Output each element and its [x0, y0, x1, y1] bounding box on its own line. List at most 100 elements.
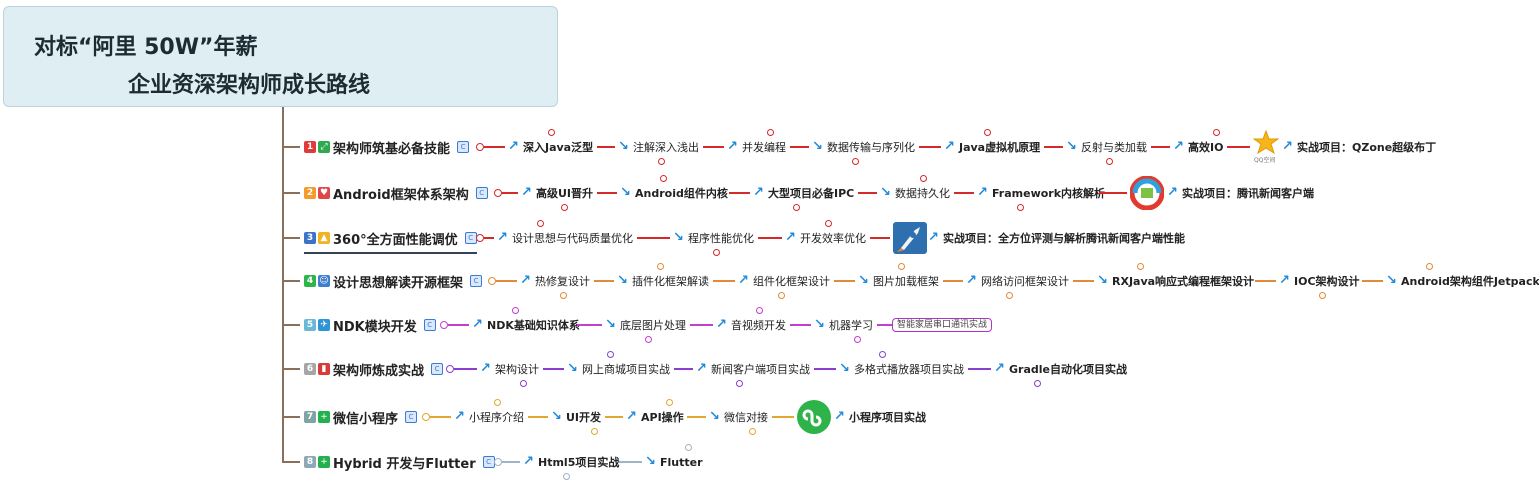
topic-item[interactable]: ↗高级UI晋升	[521, 185, 593, 201]
connector-line	[502, 461, 520, 463]
topic-label: 微信对接	[724, 409, 768, 425]
note-icon[interactable]: C	[431, 363, 443, 375]
connector-line	[502, 192, 518, 194]
topic-label: Android组件内核	[635, 185, 728, 201]
note-icon[interactable]: C	[483, 456, 495, 468]
topic-marker-icon	[767, 129, 774, 136]
branch-connector-dot	[476, 234, 484, 242]
topic-item[interactable]: ↗大型项目必备IPC	[753, 185, 854, 201]
topic-item[interactable]: ↘注解深入浅出	[618, 139, 699, 155]
topic-item[interactable]: ↘底层图片处理	[605, 317, 686, 333]
note-icon[interactable]: C	[457, 141, 469, 153]
topic-item[interactable]: ↗高效IO	[1173, 139, 1223, 155]
users-icon: ☺	[318, 275, 330, 287]
topic-item[interactable]: ↗Framework内核解析	[977, 185, 1105, 201]
topic-marker-icon	[548, 129, 555, 136]
project-label: 实战项目：全方位评测与解析腾讯新闻客户端性能	[943, 230, 1185, 246]
title-line-1: 对标“阿里 50W”年薪	[34, 29, 257, 61]
connector-line	[543, 368, 564, 370]
topic-item[interactable]: ↘数据持久化	[880, 185, 950, 201]
branch-connector-dot	[440, 321, 448, 329]
topic-item[interactable]: ↗API操作	[626, 409, 684, 425]
topic-item[interactable]: ↗网络访问框架设计	[966, 273, 1069, 289]
topic-marker-icon	[1006, 292, 1013, 299]
topic-item[interactable]: ↗开发效率优化	[785, 230, 866, 246]
topic-item[interactable]: ↘反射与类加载	[1066, 139, 1147, 155]
topic-arrow-icon: ↘	[1066, 140, 1078, 154]
topic-marker-icon	[825, 220, 832, 227]
topic-label: 并发编程	[742, 139, 786, 155]
topic-item[interactable]: ↘Android架构组件Jetpack	[1386, 273, 1539, 289]
note-icon[interactable]: C	[465, 232, 477, 244]
note-icon[interactable]: C	[405, 411, 417, 423]
note-icon[interactable]: C	[424, 319, 436, 331]
topic-item[interactable]: ↗IOC架构设计	[1279, 273, 1360, 289]
topic-item[interactable]: ↘Android组件内核	[620, 185, 728, 201]
topic-item[interactable]: ↗并发编程	[727, 139, 786, 155]
topic-item[interactable]: ↘机器学习	[814, 317, 873, 333]
topic-item[interactable]: ↘UI开发	[551, 409, 601, 425]
topic-item[interactable]: ↘图片加载框架	[858, 273, 939, 289]
topic-marker-icon	[658, 158, 665, 165]
topic-arrow-icon: ↘	[880, 186, 892, 200]
topic-arrow-icon: ↘	[620, 186, 632, 200]
topic-item[interactable]: ↘数据传输与序列化	[812, 139, 915, 155]
topic-label: 深入Java泛型	[523, 139, 593, 155]
project-item[interactable]: ↗实战项目：QZone超级布丁	[1282, 139, 1436, 155]
topic-item[interactable]: ↗新闻客户端项目实战	[696, 361, 810, 377]
topic-item[interactable]: ↗NDK基础知识体系	[472, 317, 580, 333]
connector-line	[1073, 280, 1094, 282]
branch-number: 5	[304, 319, 316, 331]
topic-item[interactable]: ↗小程序介绍	[454, 409, 524, 425]
topic-label: RXJava响应式编程框架设计	[1112, 273, 1254, 289]
topic-item[interactable]: ↗深入Java泛型	[508, 139, 593, 155]
topic-item[interactable]: ↗组件化框架设计	[738, 273, 830, 289]
connector-line	[594, 280, 614, 282]
topic-item[interactable]: ↘程序性能优化	[673, 230, 754, 246]
topic-item[interactable]: ↗Gradle自动化项目实战	[994, 361, 1127, 377]
topic-item[interactable]: ↘多格式播放器项目实战	[839, 361, 964, 377]
extra-topic-tag[interactable]: 智能家居串口通讯实战	[892, 318, 992, 332]
branch-connector-dot	[494, 458, 502, 466]
project-item[interactable]: ↗实战项目：腾讯新闻客户端	[1167, 185, 1314, 201]
topic-item[interactable]: ↘Flutter	[645, 454, 703, 470]
topic-marker-icon	[685, 444, 692, 451]
note-icon[interactable]: C	[476, 187, 488, 199]
topic-item[interactable]: ↘插件化框架解读	[617, 273, 709, 289]
connector-line	[619, 461, 642, 463]
topic-item[interactable]: ↘RXJava响应式编程框架设计	[1097, 273, 1254, 289]
topic-item[interactable]: ↗设计思想与代码质量优化	[497, 230, 633, 246]
topic-label: 网上商城项目实战	[582, 361, 670, 377]
project-item[interactable]: ↗实战项目：全方位评测与解析腾讯新闻客户端性能	[928, 230, 1185, 246]
branch-label: NDK模块开发	[333, 316, 417, 335]
note-icon[interactable]: C	[470, 275, 482, 287]
topic-item[interactable]: ↗Html5项目实战	[523, 454, 619, 470]
project-item[interactable]: ↗小程序项目实战	[834, 409, 926, 425]
topic-item[interactable]: ↗热修复设计	[520, 273, 590, 289]
branch-number: 2	[304, 187, 316, 199]
topic-marker-icon	[778, 292, 785, 299]
branch-connector	[282, 280, 300, 282]
topic-marker-icon	[1034, 380, 1041, 387]
topic-arrow-icon: ↗	[1173, 140, 1185, 154]
connector-line	[814, 368, 836, 370]
topic-marker-icon	[756, 307, 763, 314]
topic-item[interactable]: ↗Java虚拟机原理	[944, 139, 1040, 155]
topic-item[interactable]: ↗架构设计	[480, 361, 539, 377]
topic-arrow-icon: ↗	[928, 231, 940, 245]
topic-arrow-icon: ↘	[673, 231, 685, 245]
topic-arrow-icon: ↗	[1167, 186, 1179, 200]
topic-label: 设计思想与代码质量优化	[512, 230, 633, 246]
topic-item[interactable]: ↘网上商城项目实战	[567, 361, 670, 377]
connector-line	[690, 324, 713, 326]
topic-item[interactable]: ↘微信对接	[709, 409, 768, 425]
topic-item[interactable]: ↗音视频开发	[716, 317, 786, 333]
